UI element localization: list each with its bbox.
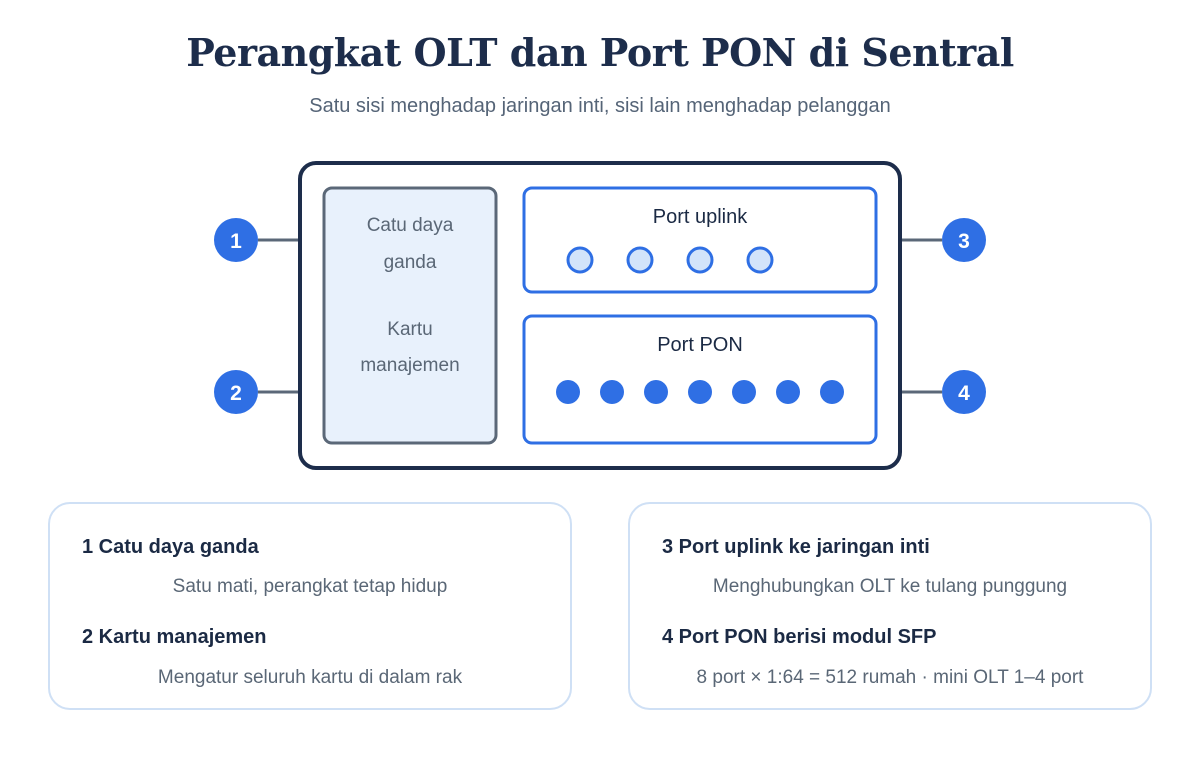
management-card-label-line1: Kartu (387, 319, 432, 340)
pon-port-3 (644, 380, 668, 404)
callout-badge-4 (942, 370, 986, 414)
pon-panel (522, 314, 878, 445)
callout-badge-1 (214, 218, 258, 262)
callout-badge-2 (214, 370, 258, 414)
power-supply-label-line1: Catu daya (367, 215, 454, 236)
page-title: Perangkat OLT dan Port PON di Sentral (186, 30, 1014, 75)
olt-diagram: Catu daya ganda Kartu manajemen Port upl… (214, 161, 986, 470)
pon-port-1 (556, 380, 580, 404)
pon-port-4 (688, 380, 712, 404)
pon-port-6 (776, 380, 800, 404)
uplink-panel (522, 186, 878, 294)
uplink-panel-label: Port uplink (653, 206, 748, 228)
pon-panel-label: Port PON (657, 334, 743, 356)
pon-port-5 (732, 380, 756, 404)
legend-item-4-title: 4 Port PON berisi modul SFP (662, 626, 937, 648)
legend-item-2-title: 2 Kartu manajemen (82, 626, 267, 648)
page-subtitle: Satu sisi menghadap jaringan inti, sisi … (309, 95, 891, 117)
pon-port-2 (600, 380, 624, 404)
callout-badge-3 (942, 218, 986, 262)
callout-number-2: 2 (230, 382, 242, 405)
pon-ports (556, 380, 844, 404)
legend-item-2-desc: Mengatur seluruh kartu di dalam rak (157, 667, 463, 688)
legend-item-3-desc: Menghubungkan OLT ke tulang punggung (712, 576, 1068, 597)
power-management-card (322, 186, 498, 445)
legend-item-1-title: 1 Catu daya ganda (82, 536, 259, 558)
legend-panel-right: 3 Port uplink ke jaringan inti Menghubun… (628, 502, 1152, 710)
uplink-port-1 (566, 246, 594, 274)
pon-port-7 (820, 380, 844, 404)
callout-number-1: 1 (230, 230, 242, 253)
management-card-label-line2: manajemen (360, 355, 459, 376)
legend-item-1-desc: Satu mati, perangkat tetap hidup (172, 576, 448, 597)
legend-item-4-desc: 8 port × 1:64 = 512 rumah · mini OLT 1–4… (696, 667, 1084, 688)
uplink-port-4 (746, 246, 774, 274)
uplink-port-3 (686, 246, 714, 274)
callout-number-3: 3 (958, 230, 970, 253)
uplink-port-2 (626, 246, 654, 274)
callout-number-4: 4 (958, 382, 970, 405)
legend-item-3-title: 3 Port uplink ke jaringan inti (662, 536, 930, 558)
uplink-ports (566, 246, 774, 274)
power-supply-label-line2: ganda (384, 252, 437, 273)
legend-panel-left: 1 Catu daya ganda Satu mati, perangkat t… (48, 502, 572, 710)
